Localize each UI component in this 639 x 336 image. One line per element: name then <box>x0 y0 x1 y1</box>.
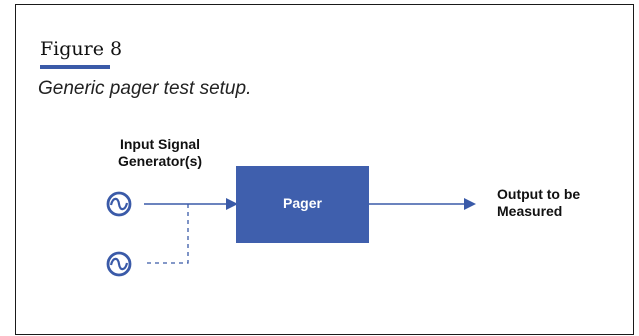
figure-caption: Generic pager test setup. <box>38 78 252 99</box>
input-arrowhead <box>226 198 238 210</box>
input-generator-label: Input Signal Generator(s) <box>118 136 202 170</box>
secondary-signal-dashed-line <box>144 204 189 264</box>
output-label-line1: Output to be <box>497 186 581 202</box>
output-arrowhead <box>464 198 476 210</box>
output-label: Output to be Measured <box>497 186 580 220</box>
figure-title: Figure 8 <box>40 38 123 60</box>
output-label-line2: Measured <box>497 203 563 219</box>
pager-label: Pager <box>283 195 322 211</box>
input-label-line2: Generator(s) <box>118 153 203 169</box>
pager-block <box>236 166 369 243</box>
signal-generator-icon <box>106 191 132 217</box>
input-label-line1: Input Signal <box>119 136 201 152</box>
title-underline <box>40 65 110 69</box>
figure-frame <box>15 4 634 335</box>
signal-generator-icon <box>106 251 132 277</box>
